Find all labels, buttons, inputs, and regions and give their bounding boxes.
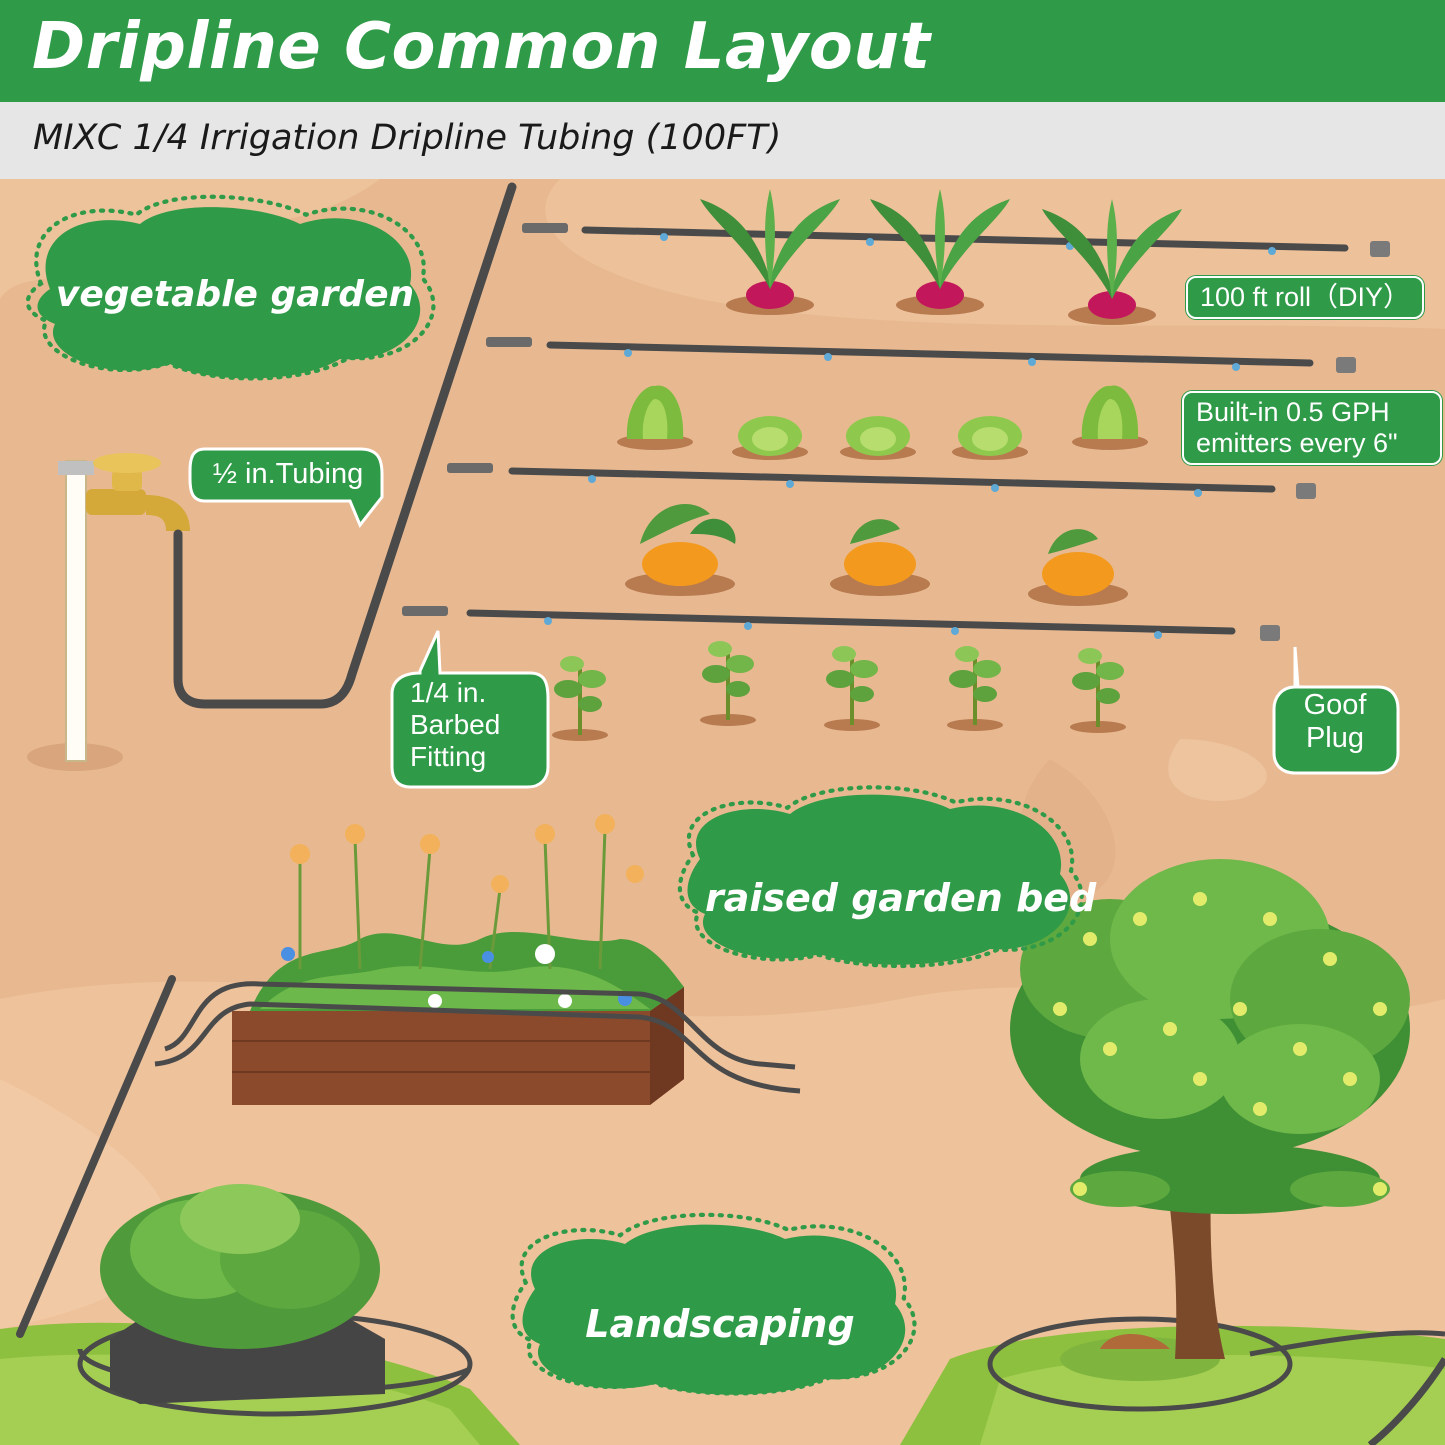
header-banner: Dripline Common Layout bbox=[0, 0, 1445, 102]
lettuce-icon bbox=[617, 385, 1148, 460]
product-subtitle: MIXC 1/4 Irrigation Dripline Tubing (100… bbox=[33, 118, 782, 158]
vegetable-garden-label: vegetable garden bbox=[55, 274, 415, 315]
faucet-icon bbox=[86, 453, 190, 531]
seedling-icon bbox=[552, 641, 1126, 741]
page-title: Dripline Common Layout bbox=[32, 10, 931, 84]
shrub-icon bbox=[77, 1184, 473, 1417]
goof-plug-label: Goof Plug bbox=[1303, 689, 1367, 755]
pumpkin-icon bbox=[625, 504, 1128, 606]
half-inch-tubing-label: ½ in.Tubing bbox=[212, 458, 364, 490]
subheader-banner: MIXC 1/4 Irrigation Dripline Tubing (100… bbox=[0, 102, 1445, 179]
raised-bed-label: raised garden bed bbox=[705, 876, 1097, 920]
garden-scene: vegetable garden raised garden bed Lands… bbox=[0, 179, 1445, 1445]
tree-icon bbox=[987, 859, 1445, 1445]
barbed-fitting-label: 1/4 in. Barbed Fitting bbox=[410, 677, 501, 773]
scene-illustration bbox=[0, 179, 1445, 1445]
beet-icon bbox=[700, 189, 1182, 325]
emitters-tag: Built-in 0.5 GPH emitters every 6" bbox=[1182, 391, 1442, 466]
landscaping-label: Landscaping bbox=[585, 1302, 855, 1346]
roll-length-tag: 100 ft roll（DIY） bbox=[1186, 276, 1425, 320]
